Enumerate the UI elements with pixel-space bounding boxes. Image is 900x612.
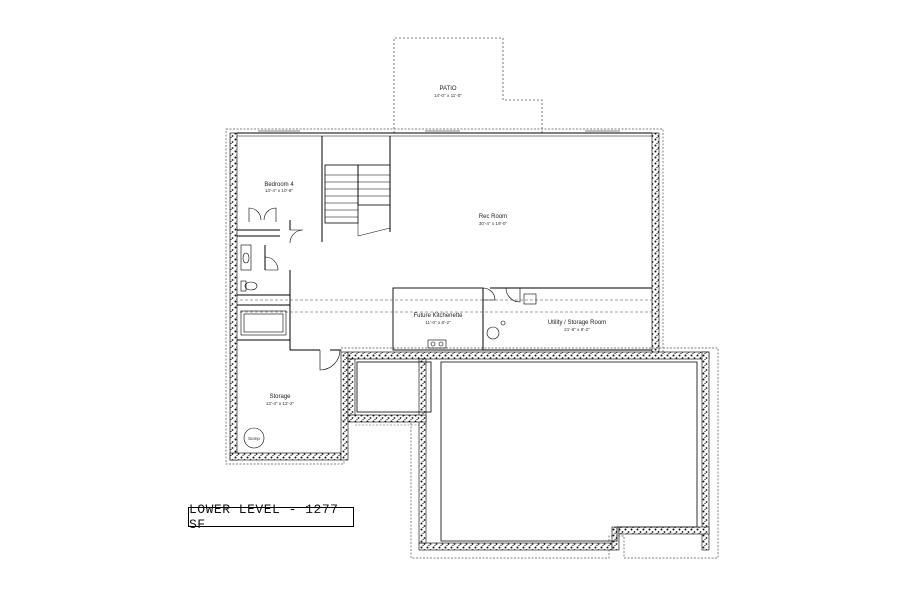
sump-icon xyxy=(243,427,265,449)
stair-treads xyxy=(325,174,391,237)
interior-walls xyxy=(237,136,652,351)
bedroom-dims: 13'-4" x 10'-8" xyxy=(265,188,294,193)
storage-dims: 13'-4" x 12'-2" xyxy=(266,401,295,406)
kitchenette-dims: 11'-0" x 8'-2" xyxy=(425,320,451,325)
door-swings xyxy=(248,207,521,371)
rec-room-dims: 30'-4" x 19'-0" xyxy=(479,221,508,226)
patio-dims: 14'-0" x 11'-0" xyxy=(434,93,462,98)
foundation-walls xyxy=(225,128,664,465)
fixtures xyxy=(240,244,537,449)
garage-foundation xyxy=(340,347,719,559)
kitchenette-label: Future Kitchenette xyxy=(413,313,463,319)
level-title: LOWER LEVEL - 1277 SF xyxy=(188,502,354,532)
bedroom-label: Bedroom 4 xyxy=(264,182,294,188)
patio-label: PATIO xyxy=(439,86,456,92)
utility-dims: 21'-8" x 8'-2" xyxy=(564,327,590,332)
rec-room-label: Rec Room xyxy=(479,214,507,220)
storage-label: Storage xyxy=(269,394,291,400)
utility-label: Utility / Storage Room xyxy=(548,320,606,326)
patio xyxy=(393,37,543,133)
sump-label: Sump xyxy=(248,436,260,441)
